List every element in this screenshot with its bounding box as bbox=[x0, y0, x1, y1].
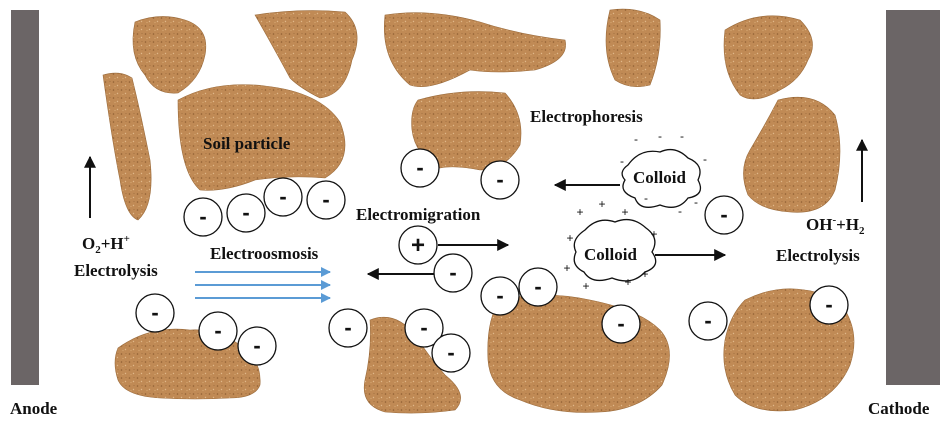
svg-text:-: - bbox=[447, 340, 454, 365]
negative-ion: - bbox=[238, 327, 276, 365]
negative-ion: - bbox=[481, 161, 519, 199]
svg-text:+: + bbox=[641, 267, 648, 281]
negative-ion: - bbox=[184, 198, 222, 236]
negative-ion: - bbox=[329, 309, 367, 347]
cathode-label: Cathode bbox=[868, 399, 930, 418]
svg-text:-: - bbox=[720, 202, 727, 227]
soil-particle bbox=[606, 9, 660, 87]
negative-ion: - bbox=[434, 254, 472, 292]
svg-text:-: - bbox=[420, 315, 427, 340]
electrophoresis-label: Electrophoresis bbox=[530, 107, 643, 126]
right-electrolysis-label: Electrolysis bbox=[776, 246, 860, 265]
svg-text:+: + bbox=[650, 227, 657, 241]
negative-ion: - bbox=[481, 277, 519, 315]
svg-text:-: - bbox=[279, 184, 286, 209]
anode-label: Anode bbox=[10, 399, 58, 418]
svg-text:-: - bbox=[825, 292, 832, 317]
svg-text:+: + bbox=[576, 205, 583, 219]
svg-text:-: - bbox=[680, 129, 684, 143]
soil-particle bbox=[115, 329, 260, 399]
svg-text:-: - bbox=[496, 283, 503, 308]
negative-ion: - bbox=[307, 181, 345, 219]
svg-text:-: - bbox=[151, 300, 158, 325]
svg-text:-: - bbox=[242, 200, 249, 225]
soil-particle bbox=[384, 13, 565, 87]
svg-text:+: + bbox=[411, 232, 425, 259]
left-electrolysis-label: Electrolysis bbox=[74, 261, 158, 280]
svg-text:-: - bbox=[694, 195, 698, 209]
negative-ion: - bbox=[199, 312, 237, 350]
svg-text:-: - bbox=[214, 318, 221, 343]
svg-text:-: - bbox=[678, 204, 682, 218]
svg-text:-: - bbox=[322, 187, 329, 212]
electroosmosis-label: Electroosmosis bbox=[210, 244, 319, 263]
negative-ion: - bbox=[689, 302, 727, 340]
soil-particle bbox=[724, 16, 813, 99]
svg-text:-: - bbox=[496, 167, 503, 192]
svg-text:+: + bbox=[624, 275, 631, 289]
positive-ion: + bbox=[399, 226, 437, 264]
svg-text:-: - bbox=[617, 311, 624, 336]
negative-ion: - bbox=[519, 268, 557, 306]
colloid-bottom-label: Colloid bbox=[584, 245, 637, 264]
svg-text:-: - bbox=[703, 152, 707, 166]
cathode-reaction-formula: OH-+H2 bbox=[806, 214, 865, 237]
electromigration-label: Electromigration bbox=[356, 205, 481, 224]
soil-particle bbox=[255, 11, 357, 98]
svg-text:-: - bbox=[644, 191, 648, 205]
soil-particle-label: Soil particle bbox=[203, 134, 291, 153]
svg-text:+: + bbox=[566, 231, 573, 245]
negative-ion: - bbox=[602, 305, 640, 343]
anode-reaction-formula: O2+H+ bbox=[82, 233, 130, 256]
negative-ion: - bbox=[136, 294, 174, 332]
svg-text:-: - bbox=[704, 308, 711, 333]
soil-particle bbox=[103, 73, 151, 220]
negative-ion: - bbox=[432, 334, 470, 372]
soil-particle bbox=[133, 16, 206, 93]
anode-electrode bbox=[11, 10, 39, 385]
svg-text:-: - bbox=[658, 129, 662, 143]
svg-text:-: - bbox=[253, 333, 260, 358]
negative-ion: - bbox=[264, 178, 302, 216]
svg-text:-: - bbox=[534, 274, 541, 299]
svg-text:-: - bbox=[344, 315, 351, 340]
svg-text:-: - bbox=[416, 155, 423, 180]
electroosmosis-flow-arrows bbox=[195, 272, 330, 298]
soil-particle bbox=[743, 97, 840, 212]
svg-text:+: + bbox=[621, 205, 628, 219]
negative-ion: - bbox=[810, 286, 848, 324]
svg-text:+: + bbox=[563, 261, 570, 275]
soil-particle bbox=[488, 295, 670, 413]
svg-text:-: - bbox=[620, 154, 624, 168]
negative-ion: - bbox=[401, 149, 439, 187]
svg-text:-: - bbox=[634, 132, 638, 146]
svg-text:+: + bbox=[582, 279, 589, 293]
negative-ion: - bbox=[227, 194, 265, 232]
svg-text:+: + bbox=[598, 197, 605, 211]
colloid-top-label: Colloid bbox=[633, 168, 686, 187]
negative-ion: - bbox=[705, 196, 743, 234]
svg-text:-: - bbox=[199, 204, 206, 229]
cathode-electrode bbox=[886, 10, 940, 385]
svg-text:-: - bbox=[449, 260, 456, 285]
